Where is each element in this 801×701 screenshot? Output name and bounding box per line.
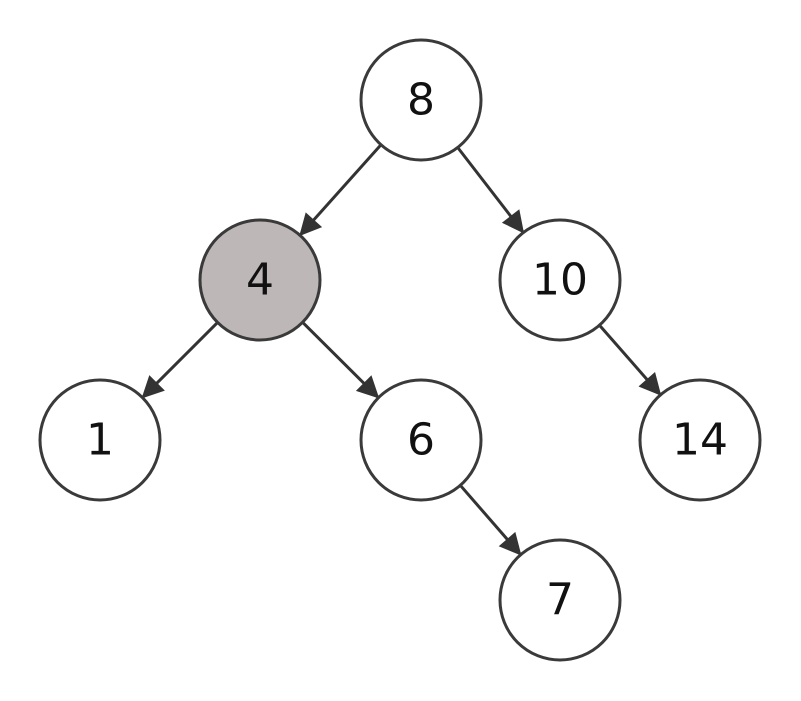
node-circle [38, 378, 162, 502]
tree-node-n4: 4 [198, 218, 322, 342]
edge-n4-to-n1 [141, 321, 219, 399]
tree-node-n8: 8 [359, 38, 483, 162]
node-circle [498, 218, 622, 342]
edge-n6-to-n7 [459, 484, 522, 556]
node-label: 8 [407, 75, 435, 126]
node-label: 7 [546, 575, 574, 626]
node-label: 14 [672, 415, 728, 466]
node-label: 6 [407, 415, 435, 466]
edge-n4-to-n6 [301, 321, 380, 399]
edge-n8-to-n4 [299, 143, 383, 237]
edges-layer [141, 143, 662, 556]
tree-node-n14: 14 [638, 378, 762, 502]
node-circle [359, 38, 483, 162]
tree-node-n6: 6 [359, 378, 483, 502]
node-circle [638, 378, 762, 502]
node-circle [498, 538, 622, 662]
edge-n8-to-n10 [456, 146, 525, 234]
node-label: 10 [532, 255, 588, 306]
node-label: 4 [246, 255, 274, 306]
tree-node-n7: 7 [498, 538, 622, 662]
tree-node-n1: 1 [38, 378, 162, 502]
highlighted-node-circle [198, 218, 322, 342]
edge-n10-to-n14 [598, 324, 662, 396]
tree-node-n10: 10 [498, 218, 622, 342]
node-label: 1 [86, 415, 114, 466]
node-circle [359, 378, 483, 502]
